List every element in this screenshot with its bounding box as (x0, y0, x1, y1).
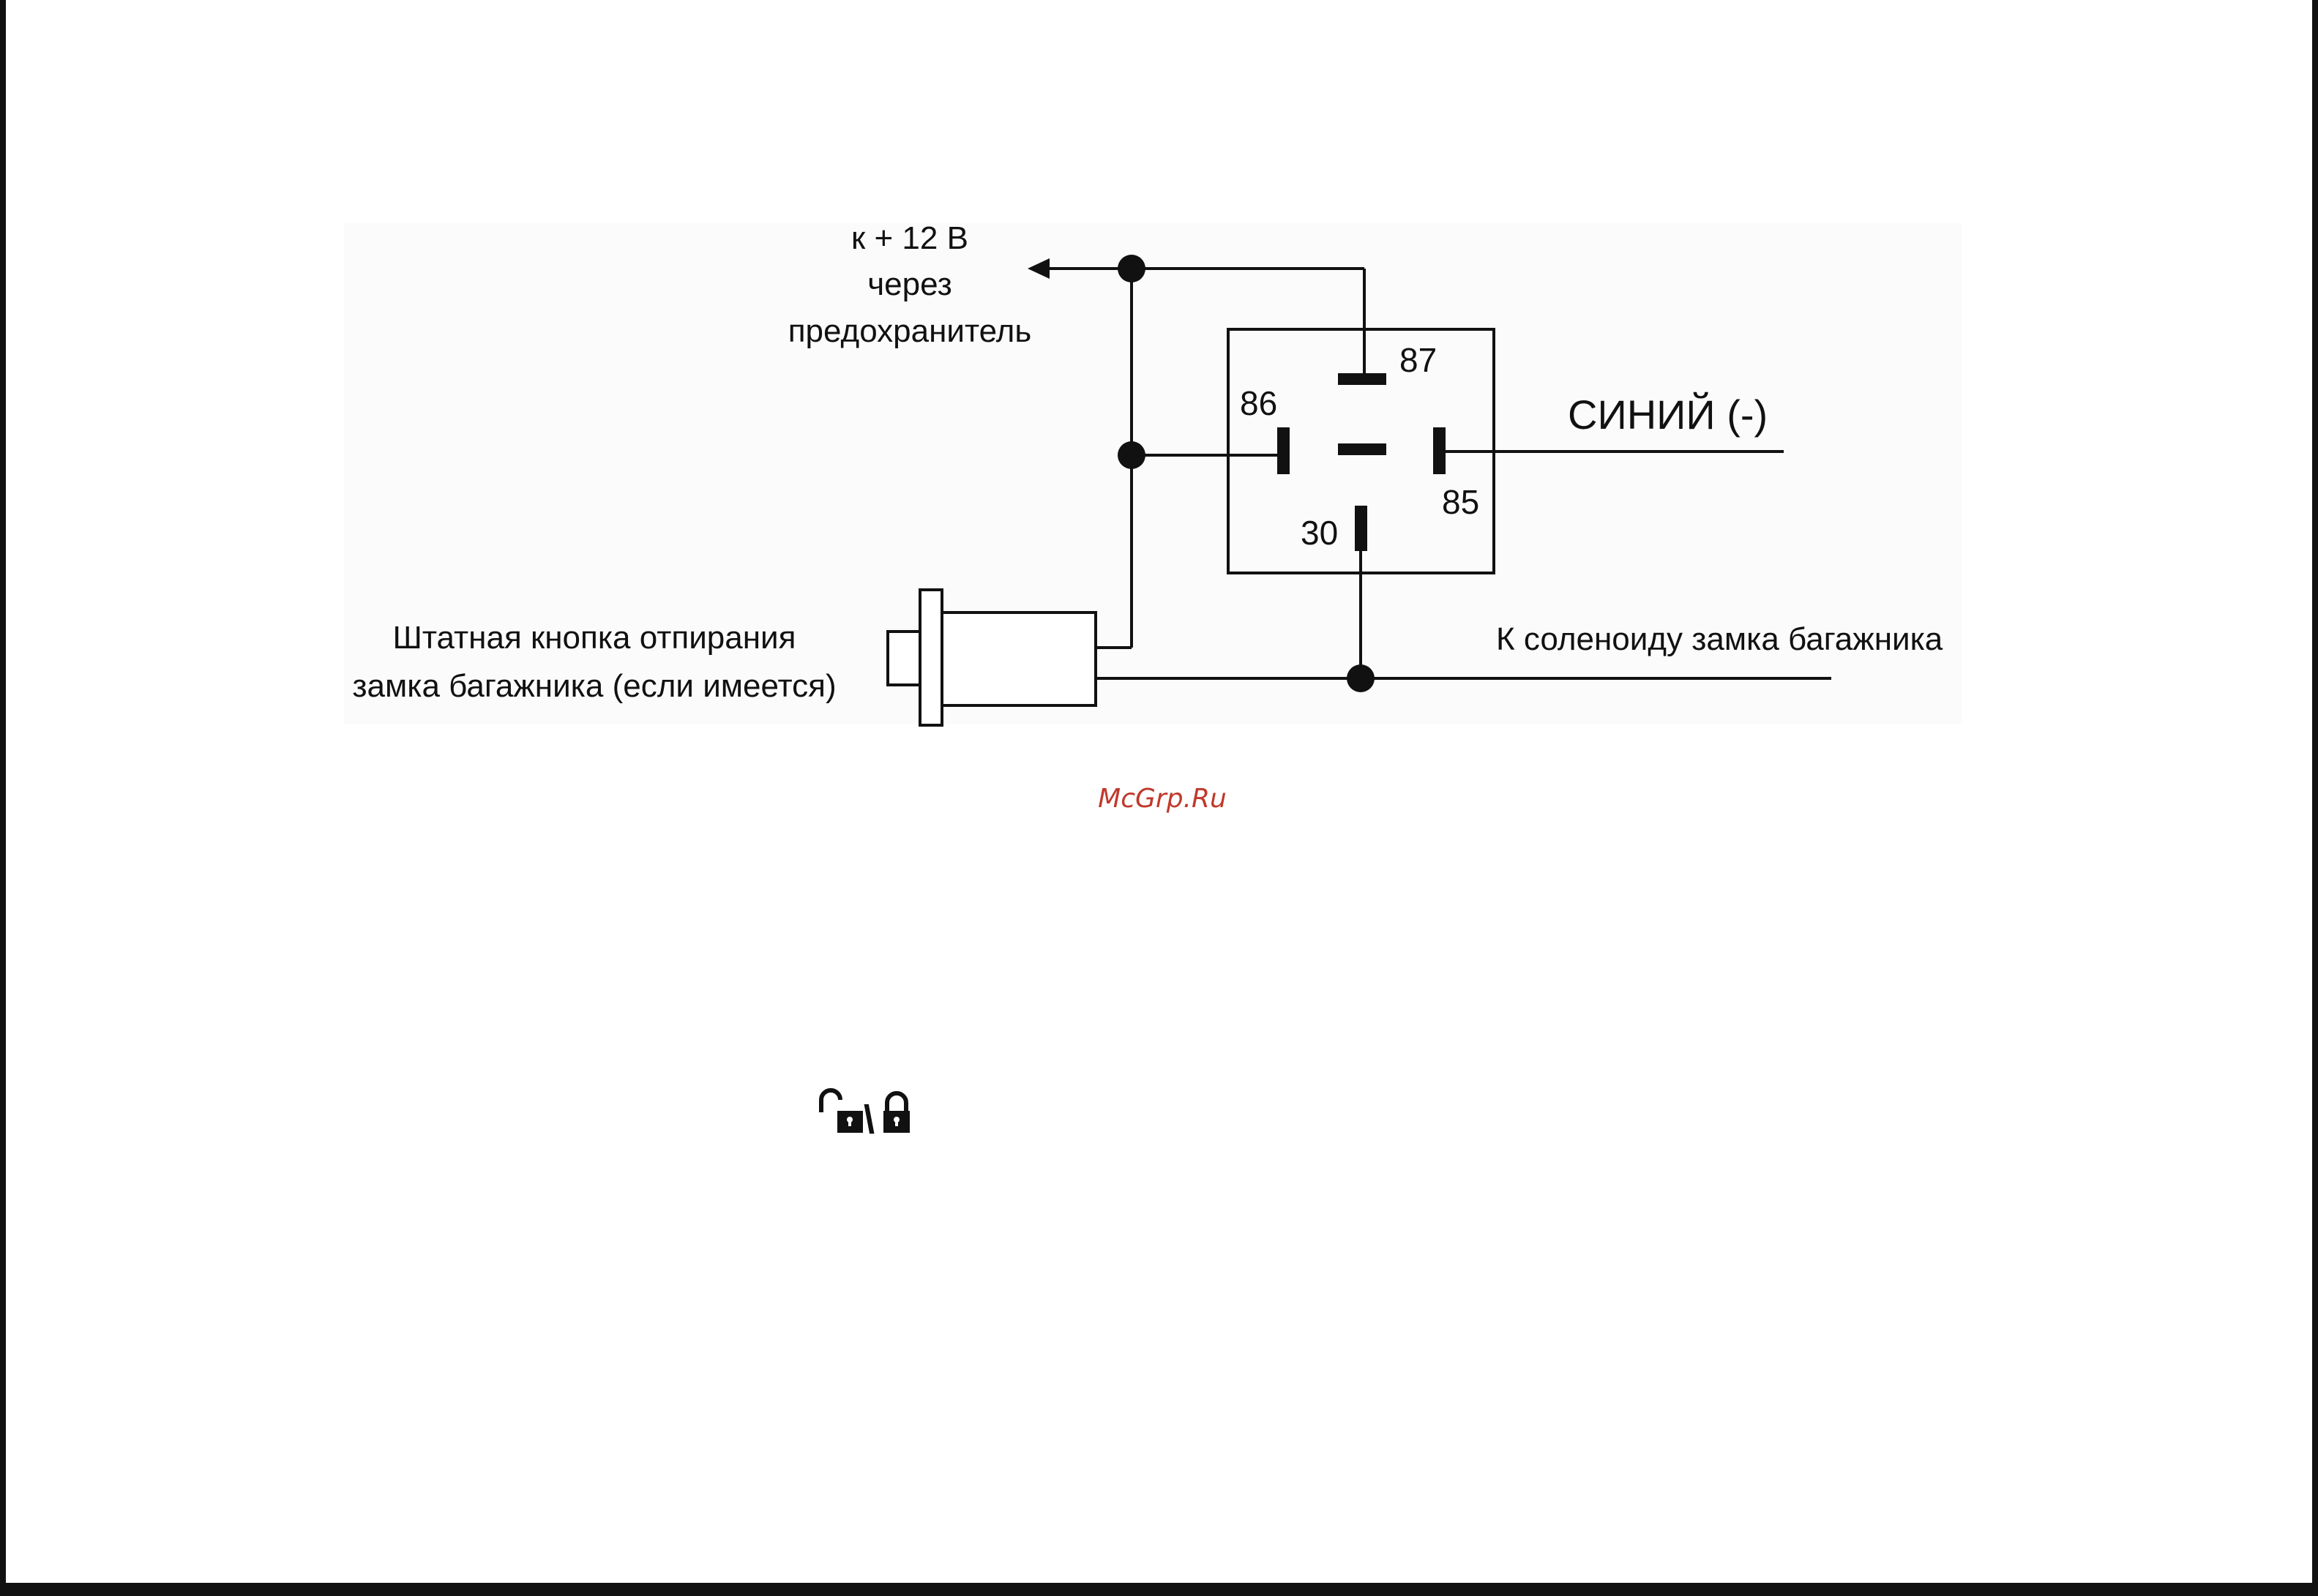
pin-85-label: 85 (1442, 483, 1479, 521)
lock-separator: \ (864, 1098, 875, 1142)
pin-87-contact (1338, 373, 1386, 385)
supply-label-line1: к + 12 В (851, 220, 968, 256)
supply-label-line2: через (867, 266, 952, 302)
pin-86-contact (1277, 427, 1290, 474)
solenoid-label: К соленоиду замка багажника (1496, 621, 1943, 657)
watermark: McGrp.Ru (1098, 784, 1227, 814)
pin-86-label: 86 (1240, 384, 1277, 422)
pin-85-contact (1433, 427, 1446, 474)
junction-dot-bottom (1347, 664, 1375, 692)
blue-wire-label: СИНИЙ (-) (1568, 391, 1768, 438)
lock-icon (883, 1093, 910, 1133)
unlock-icon (821, 1090, 863, 1133)
junction-dot-top (1118, 255, 1145, 282)
center-contact (1338, 443, 1386, 455)
junction-dot-mid (1118, 441, 1145, 469)
pin-30-label: 30 (1301, 514, 1338, 552)
button-label-line1: Штатная кнопка отпирания (393, 620, 796, 656)
supply-label-line3: предохранитель (788, 313, 1032, 349)
pin-87-label: 87 (1399, 341, 1437, 379)
pin-30-contact (1355, 506, 1367, 551)
lock-unlock-symbol: \ (821, 1090, 910, 1142)
button-label-line2: замка багажника (если имеется) (352, 668, 836, 704)
